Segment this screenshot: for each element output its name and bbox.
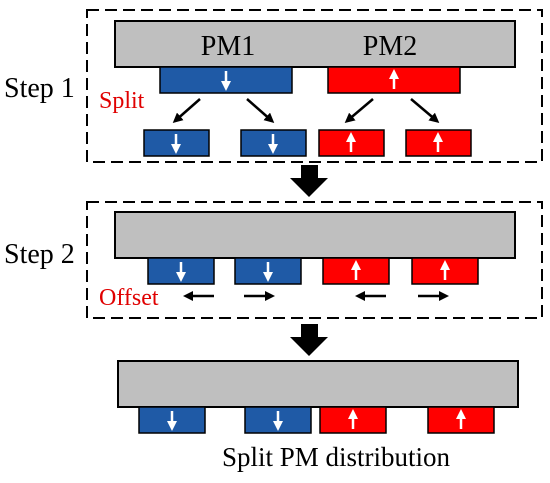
- pm2-label: PM2: [363, 31, 417, 62]
- pm1-label: PM1: [201, 31, 255, 62]
- split-arrow-icon: [344, 98, 374, 123]
- result-body: [117, 360, 519, 408]
- offset-label: Offset: [99, 285, 159, 311]
- split-label: Split: [99, 88, 145, 114]
- transition-arrow-icon: [290, 324, 328, 356]
- step1-frame: [86, 9, 543, 163]
- split-arrow-icon: [172, 98, 201, 123]
- split-arrow-icon: [410, 98, 440, 123]
- split-arrow-icon: [246, 98, 275, 123]
- step2-body: [114, 211, 516, 259]
- caption: Split PM distribution: [222, 442, 451, 472]
- transition-arrow-icon: [290, 165, 328, 197]
- step1-body: [114, 20, 516, 68]
- step1-label: Step 1: [4, 73, 75, 104]
- step2-frame: [86, 201, 543, 319]
- step2-label: Step 2: [4, 239, 75, 270]
